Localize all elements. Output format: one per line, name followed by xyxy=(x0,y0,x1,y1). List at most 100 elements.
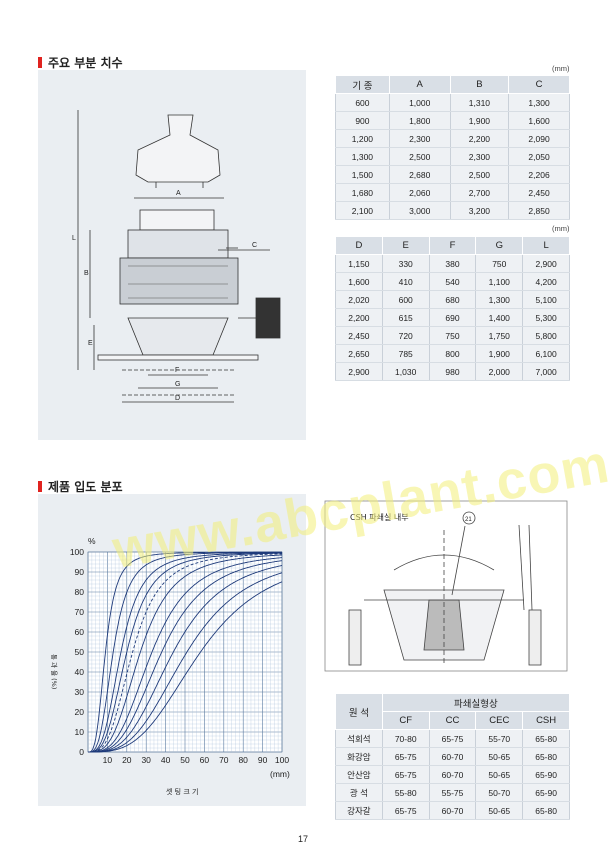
table-cell: 50-65 xyxy=(475,801,524,820)
curve-4 xyxy=(88,552,282,753)
callout-number: 21 xyxy=(465,517,472,523)
x-tick-label: 30 xyxy=(141,755,151,765)
table-cell: 광 석 xyxy=(335,783,383,802)
table1-header: 기 종 xyxy=(335,75,390,94)
section-marker xyxy=(38,481,42,492)
curve-10 xyxy=(88,572,283,753)
section-title-text: 주요 부분 치수 xyxy=(48,56,123,70)
table2-header: G xyxy=(475,236,524,255)
table2-header: F xyxy=(428,236,477,255)
table-cell: 2,450 xyxy=(508,183,570,202)
table-cell: 강자갈 xyxy=(335,801,383,820)
curve-3 xyxy=(88,552,282,753)
table3-header: CC xyxy=(428,711,477,730)
chart-grid xyxy=(87,551,283,753)
table-cell: 600 xyxy=(335,93,390,112)
dim-label-e: E xyxy=(88,340,93,347)
table-cell: 5,300 xyxy=(522,308,570,327)
table-cell: 785 xyxy=(381,344,430,363)
table-cell: 1,150 xyxy=(335,254,383,273)
chart-series-group xyxy=(88,551,283,753)
x-tick-label: 40 xyxy=(161,755,171,765)
chamber-caption: CSH 파쇄실 내부 xyxy=(350,512,409,522)
table-cell: 안산암 xyxy=(335,765,383,784)
table-cell: 1,680 xyxy=(335,183,390,202)
table-cell: 615 xyxy=(381,308,430,327)
dimension-drawing-panel: A L B C E F G D xyxy=(38,70,306,440)
table-cell: 55-75 xyxy=(428,783,477,802)
table-cell: 4,200 xyxy=(522,272,570,291)
table-cell: 980 xyxy=(428,362,477,381)
table-cell: 800 xyxy=(428,344,477,363)
table3-header-group: 파쇄실형상 xyxy=(381,693,571,712)
table-cell: 1,900 xyxy=(475,344,524,363)
x-tick-label: 20 xyxy=(122,755,132,765)
table-cell: 2,450 xyxy=(335,326,383,345)
y-tick-label: 0 xyxy=(79,747,84,757)
table-cell: 410 xyxy=(381,272,430,291)
y-tick-label: 80 xyxy=(75,587,85,597)
table-cell: 65-80 xyxy=(522,747,570,766)
y-tick-label: 20 xyxy=(75,707,85,717)
y-tick-label: 90 xyxy=(75,567,85,577)
table-cell: 1,310 xyxy=(449,93,510,112)
table-cell: 50-65 xyxy=(475,765,524,784)
y-tick-label: 50 xyxy=(75,647,85,657)
table3-header-rock: 원 석 xyxy=(335,693,383,730)
table1-header: A xyxy=(388,75,451,94)
table-cell: 7,000 xyxy=(522,362,570,381)
table-cell: 1,300 xyxy=(335,147,390,166)
table3-header: CSH xyxy=(522,711,570,730)
table-cell: 2,650 xyxy=(335,344,383,363)
table-cell: 70-80 xyxy=(381,729,430,748)
table-cell: 2,200 xyxy=(449,129,510,148)
table-cell: 60-70 xyxy=(428,747,477,766)
dim-label-a: A xyxy=(176,190,181,197)
curve-8 xyxy=(88,560,283,753)
table-cell: 900 xyxy=(335,111,390,130)
table-cell: 2,700 xyxy=(449,183,510,202)
dim-label-b: B xyxy=(84,270,89,277)
curve-2 xyxy=(88,551,282,753)
table-cell: 65-80 xyxy=(522,729,570,748)
x-tick-label: 50 xyxy=(180,755,190,765)
curve-7 xyxy=(88,557,283,753)
table-cell: 750 xyxy=(428,326,477,345)
y-unit-label: % xyxy=(88,536,96,546)
x-tick-label: 90 xyxy=(258,755,268,765)
table-cell: 2,500 xyxy=(388,147,451,166)
y-tick-label: 60 xyxy=(75,627,85,637)
table2-header: D xyxy=(335,236,383,255)
table-cell: 65-75 xyxy=(381,747,430,766)
table-cell: 2,050 xyxy=(508,147,570,166)
table-cell: 60-70 xyxy=(428,801,477,820)
table-cell: 석회석 xyxy=(335,729,383,748)
table-cell: 680 xyxy=(428,290,477,309)
table-cell: 6,100 xyxy=(522,344,570,363)
table3-header: CEC xyxy=(475,711,524,730)
table-cell: 55-70 xyxy=(475,729,524,748)
table-cell: 2,500 xyxy=(449,165,510,184)
table-cell: 3,000 xyxy=(388,201,451,220)
table-cell: 330 xyxy=(381,254,430,273)
table-cell: 65-75 xyxy=(381,801,430,820)
table-cell: 1,300 xyxy=(508,93,570,112)
table-cell: 2,206 xyxy=(508,165,570,184)
table1-header-row: 기 종 A B C xyxy=(335,75,570,94)
table-cell: 750 xyxy=(475,254,524,273)
table-cell: 65-80 xyxy=(522,801,570,820)
x-axis-label: 셋 팅 크 기 xyxy=(166,787,198,796)
